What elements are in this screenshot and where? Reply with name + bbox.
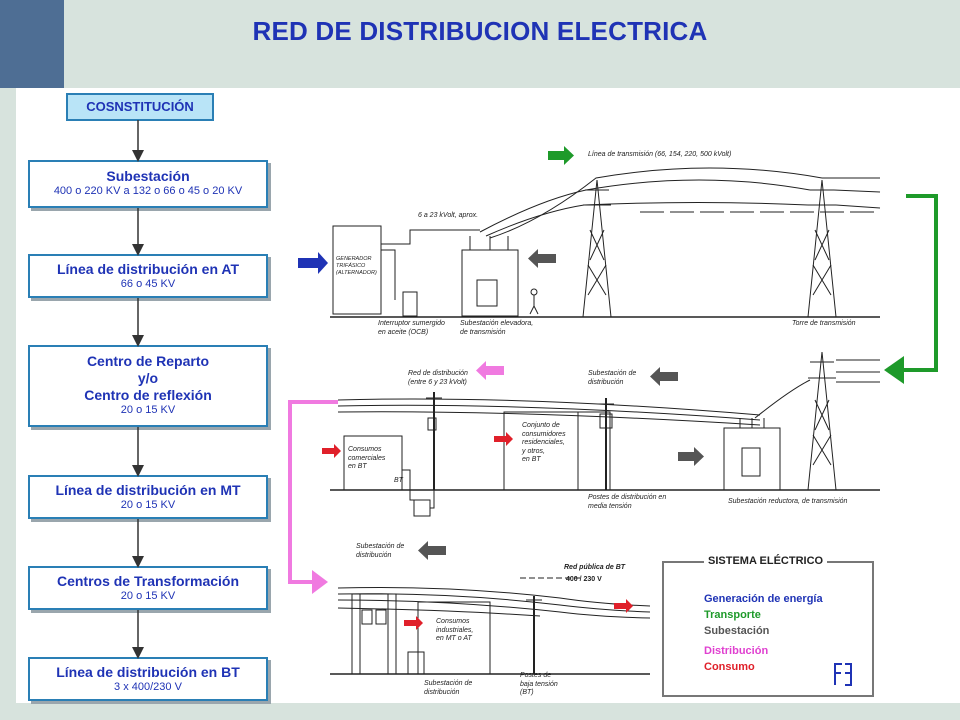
label-breaker: Interruptor sumergido en aceite (OCB) bbox=[378, 320, 445, 336]
green-arrow-transport bbox=[548, 146, 574, 165]
hv-line-1 bbox=[479, 179, 811, 233]
legend-title: SISTEMA ELÉCTRICO bbox=[704, 555, 828, 567]
label-lv-posts: Postes de baja tensión (BT) bbox=[520, 672, 558, 696]
header-bar bbox=[0, 0, 960, 88]
generator-wire bbox=[381, 249, 396, 300]
small-substation-box bbox=[407, 651, 425, 675]
label-commercial-consumers: Consumos comerciales en BT bbox=[348, 446, 386, 470]
label-industrial-consumers: Consumos industriales, en MT o AT bbox=[436, 618, 474, 642]
flow-step-linea-bt: Línea de distribución en BT 3 x 400/230 … bbox=[28, 657, 268, 701]
label-distribution-substation-small: Subestación de distribución bbox=[424, 680, 473, 696]
mv-line-1 bbox=[337, 398, 761, 416]
breaker-ocb bbox=[402, 291, 418, 317]
mv-line-3 bbox=[337, 411, 761, 426]
bt-line-1 bbox=[337, 586, 651, 607]
legend-item-generation: Generación de energía bbox=[704, 593, 823, 605]
flow-step-detail: 20 o 15 KV bbox=[120, 590, 176, 602]
pink-connector-head bbox=[312, 570, 328, 594]
page-title: RED DE DISTRIBUCION ELECTRICA bbox=[252, 16, 708, 46]
generator-feed bbox=[381, 229, 480, 245]
commercial-building bbox=[343, 435, 403, 491]
label-bt-voltage: 400 / 230 V bbox=[566, 576, 602, 583]
label-public-bt-network: Red pública de BT bbox=[564, 564, 626, 571]
grey-arrow-substation-1 bbox=[528, 249, 556, 268]
label-step-down-substation: Subestación reductora, de transmisión bbox=[728, 498, 848, 505]
transmission-tower-3 bbox=[807, 351, 837, 491]
hv-line-2 bbox=[485, 202, 809, 237]
flow-step-detail: 3 x 400/230 V bbox=[114, 681, 182, 693]
label-distribution-network: Red de distribución (entre 6 y 23 kVolt) bbox=[408, 370, 468, 386]
residential-building-side bbox=[577, 411, 611, 491]
flow-step-name: Línea de distribución en MT bbox=[55, 482, 241, 498]
flow-step-name: Centro de Reparto y/o Centro de reflexió… bbox=[84, 353, 212, 403]
flow-step-name: Centros de Transformación bbox=[56, 573, 240, 589]
step-up-transformer-door bbox=[476, 279, 498, 307]
label-transmission-line: Línea de transmisión (66, 154, 220, 500 … bbox=[588, 151, 732, 158]
grey-arrow-substation-2 bbox=[650, 367, 678, 386]
label-bt-tag: BT bbox=[394, 477, 403, 484]
transmission-tower-2 bbox=[807, 179, 837, 318]
label-mv-posts: Postes de distribución en media tensión bbox=[588, 494, 667, 510]
bottom-bar bbox=[0, 703, 960, 720]
person-figure bbox=[530, 288, 538, 296]
red-arrow-consumption-2 bbox=[494, 432, 513, 446]
label-residential-consumers: Conjunto de consumidores residenciales, … bbox=[522, 422, 566, 463]
legend-item-distribution: Distribución bbox=[704, 645, 769, 657]
legend-item-transport: Transporte bbox=[704, 609, 761, 621]
generator-box bbox=[332, 225, 382, 315]
flow-step-name: Subestación bbox=[106, 168, 190, 184]
flow-step-name: Línea de distribución en BT bbox=[56, 664, 240, 680]
hv-line-3 bbox=[489, 167, 823, 239]
red-arrow-consumption-1 bbox=[322, 444, 341, 458]
flow-step-detail: 400 o 220 KV a 132 o 66 o 45 o 20 KV bbox=[53, 185, 243, 197]
mv-line-2 bbox=[337, 404, 761, 421]
label-voltage-6-23: 6 a 23 kVolt, aprox. bbox=[418, 212, 479, 219]
header-accent-block bbox=[0, 0, 64, 88]
logo-icon bbox=[834, 663, 852, 686]
step-down-transformer-door bbox=[741, 447, 761, 477]
flow-step-linea-at: Línea de distribución en AT 66 o 45 KV bbox=[28, 254, 268, 298]
bottom-distribution-substation bbox=[351, 593, 397, 675]
legend-box: SISTEMA ELÉCTRICO Generación de energía … bbox=[662, 555, 874, 697]
flow-step-centro-reparto: Centro de Reparto y/o Centro de reflexió… bbox=[28, 345, 268, 427]
industrial-building bbox=[417, 601, 491, 675]
pink-connector-path bbox=[288, 400, 338, 584]
flow-step-detail: 66 o 45 KV bbox=[120, 278, 176, 290]
legend-item-consumption: Consumo bbox=[704, 661, 755, 673]
grey-arrow-substation-4 bbox=[418, 541, 446, 560]
flow-step-linea-mt: Línea de distribución en MT 20 o 15 KV bbox=[28, 475, 268, 519]
blue-arrow-generation bbox=[298, 252, 328, 274]
flow-step-detail: 20 o 15 KV bbox=[120, 499, 176, 511]
pink-arrow-distribution bbox=[476, 361, 504, 380]
left-margin-bar bbox=[0, 88, 16, 720]
red-arrow-consumption-4 bbox=[614, 599, 633, 613]
label-distribution-substation-bottom: Subestación de distribución bbox=[356, 543, 405, 559]
green-connector-head bbox=[884, 356, 904, 384]
bt-transformer-small bbox=[413, 499, 431, 517]
transmission-tower-1 bbox=[582, 179, 612, 318]
grey-arrow-substation-3 bbox=[678, 447, 704, 466]
green-connector-path bbox=[904, 194, 938, 372]
step-down-transformer bbox=[723, 427, 781, 491]
flow-step-name: Línea de distribución en AT bbox=[56, 261, 239, 277]
flow-step-subestacion: Subestación 400 o 220 KV a 132 o 66 o 45… bbox=[28, 160, 268, 208]
flow-step-detail: 20 o 15 KV bbox=[120, 404, 176, 416]
label-generator: GENERADOR TRIFÁSICO (ALTERNADOR) bbox=[336, 256, 377, 276]
label-step-up-substation: Subestación elevadora, de transmisión bbox=[460, 320, 534, 336]
flow-heading: COSNSTITUCIÓN bbox=[66, 93, 214, 121]
red-arrow-consumption-3 bbox=[404, 616, 423, 630]
label-tower: Torre de transmisión bbox=[792, 320, 856, 327]
label-distribution-substation-top: Subestación de distribución bbox=[588, 370, 637, 386]
flow-step-centros-transformacion: Centros de Transformación 20 o 15 KV bbox=[28, 566, 268, 610]
legend-item-substation: Subestación bbox=[704, 625, 770, 637]
